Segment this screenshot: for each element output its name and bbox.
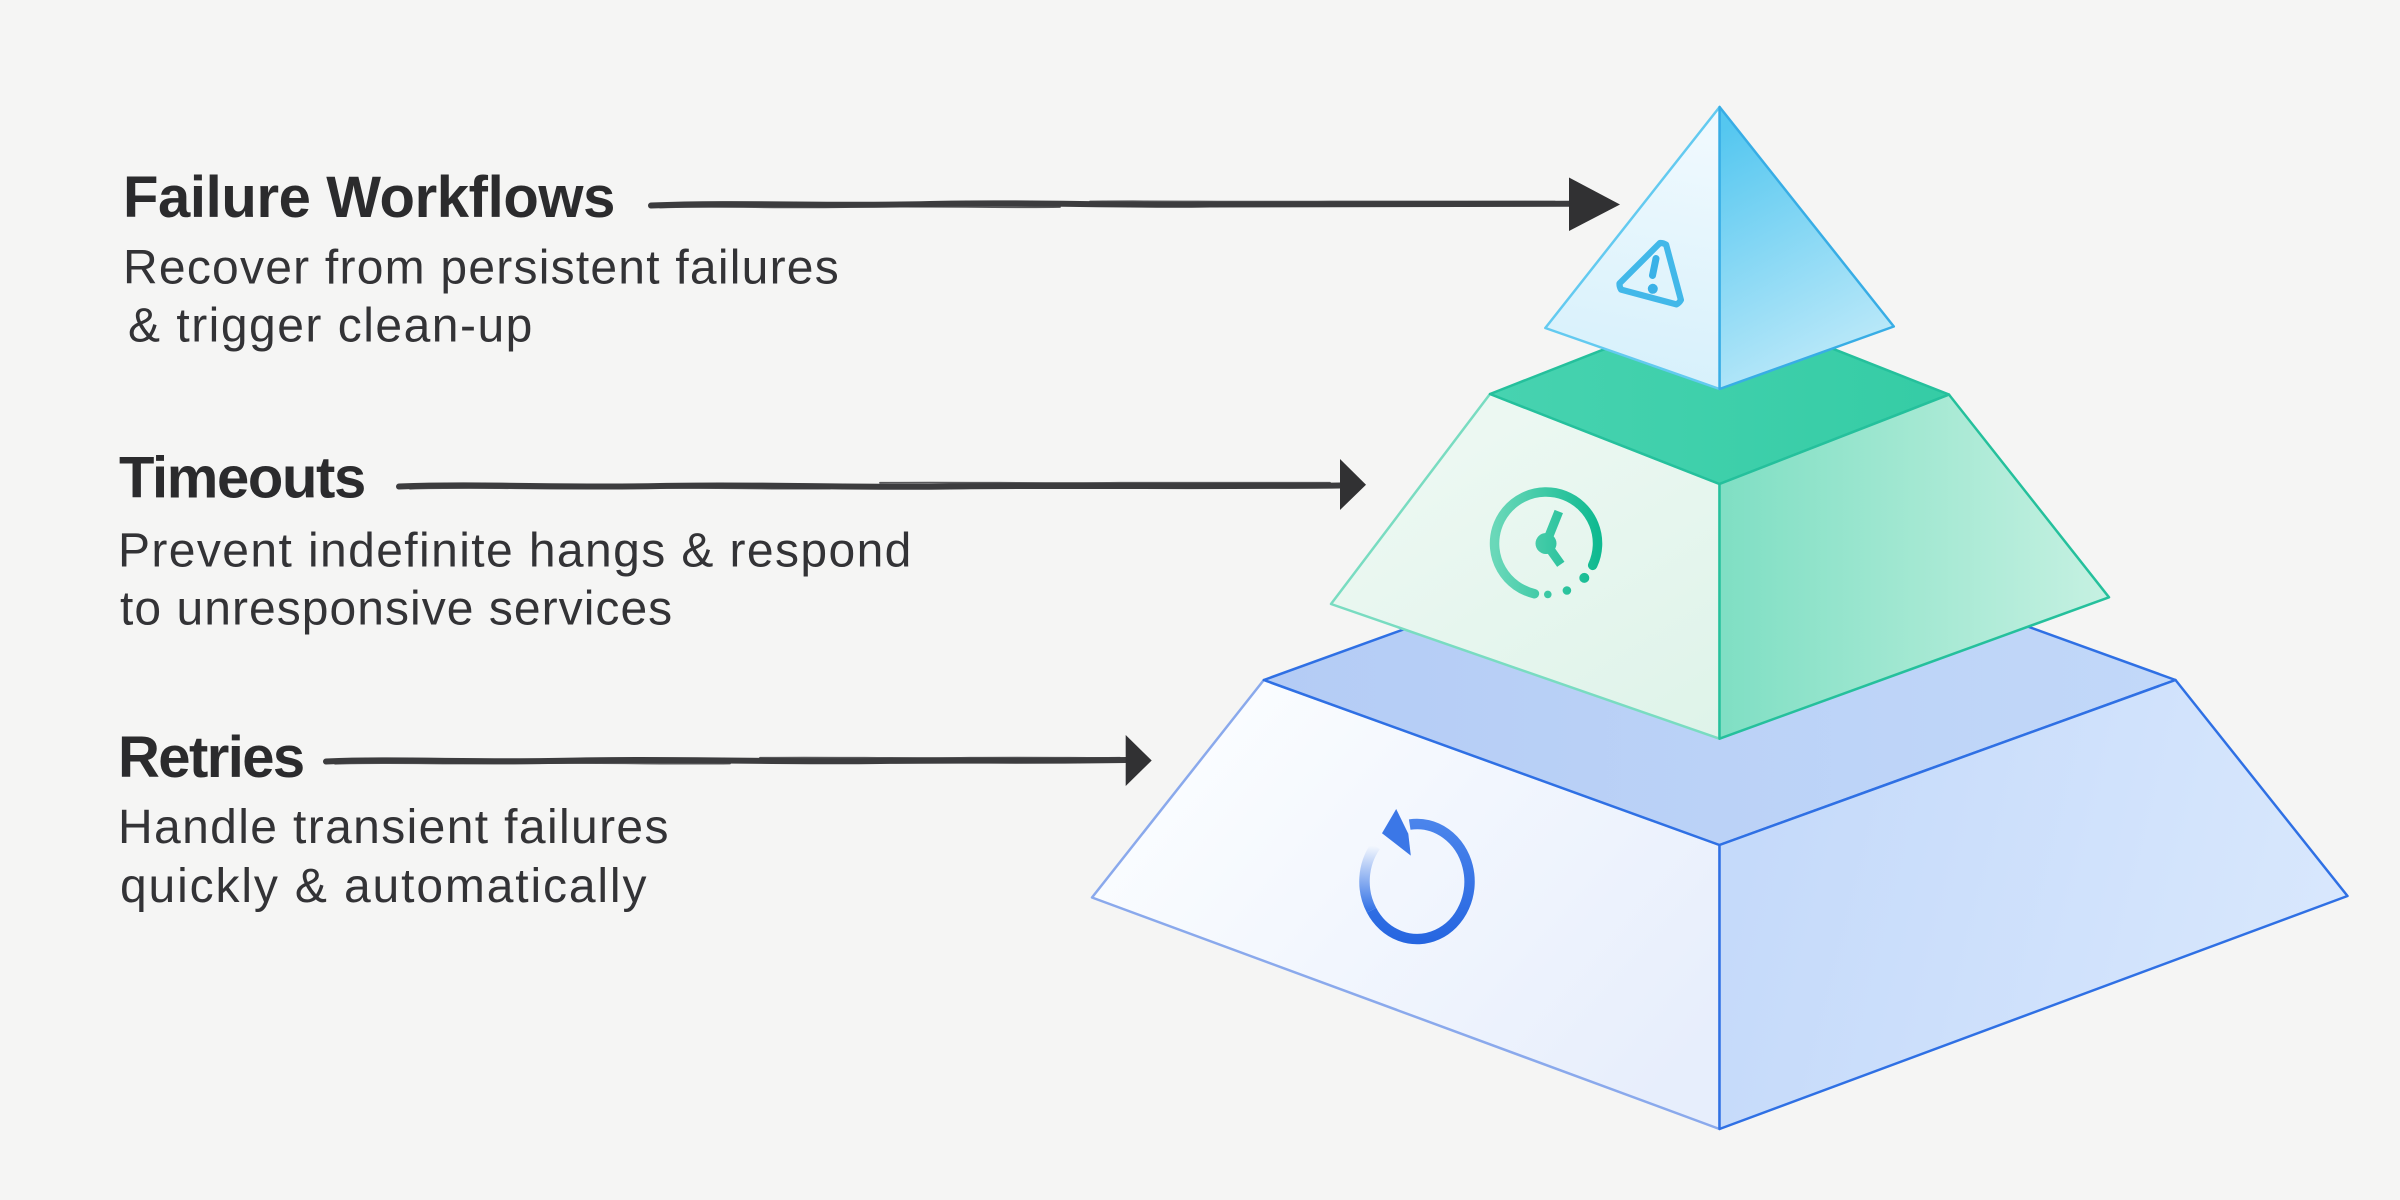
svg-text:Recover from persistent failur: Recover from persistent failures	[123, 242, 840, 295]
svg-text:quickly & automatically: quickly & automatically	[120, 860, 648, 913]
svg-text:to unresponsive services: to unresponsive services	[120, 582, 673, 635]
svg-text:& trigger clean-up: & trigger clean-up	[128, 299, 534, 352]
svg-text:Timeouts: Timeouts	[119, 446, 365, 511]
svg-text:Retries: Retries	[118, 725, 304, 790]
svg-text:Handle transient failures: Handle transient failures	[118, 801, 670, 854]
svg-text:Failure Workflows: Failure Workflows	[123, 165, 615, 230]
svg-text:Prevent indefinite hangs & res: Prevent indefinite hangs & respond	[118, 524, 913, 577]
